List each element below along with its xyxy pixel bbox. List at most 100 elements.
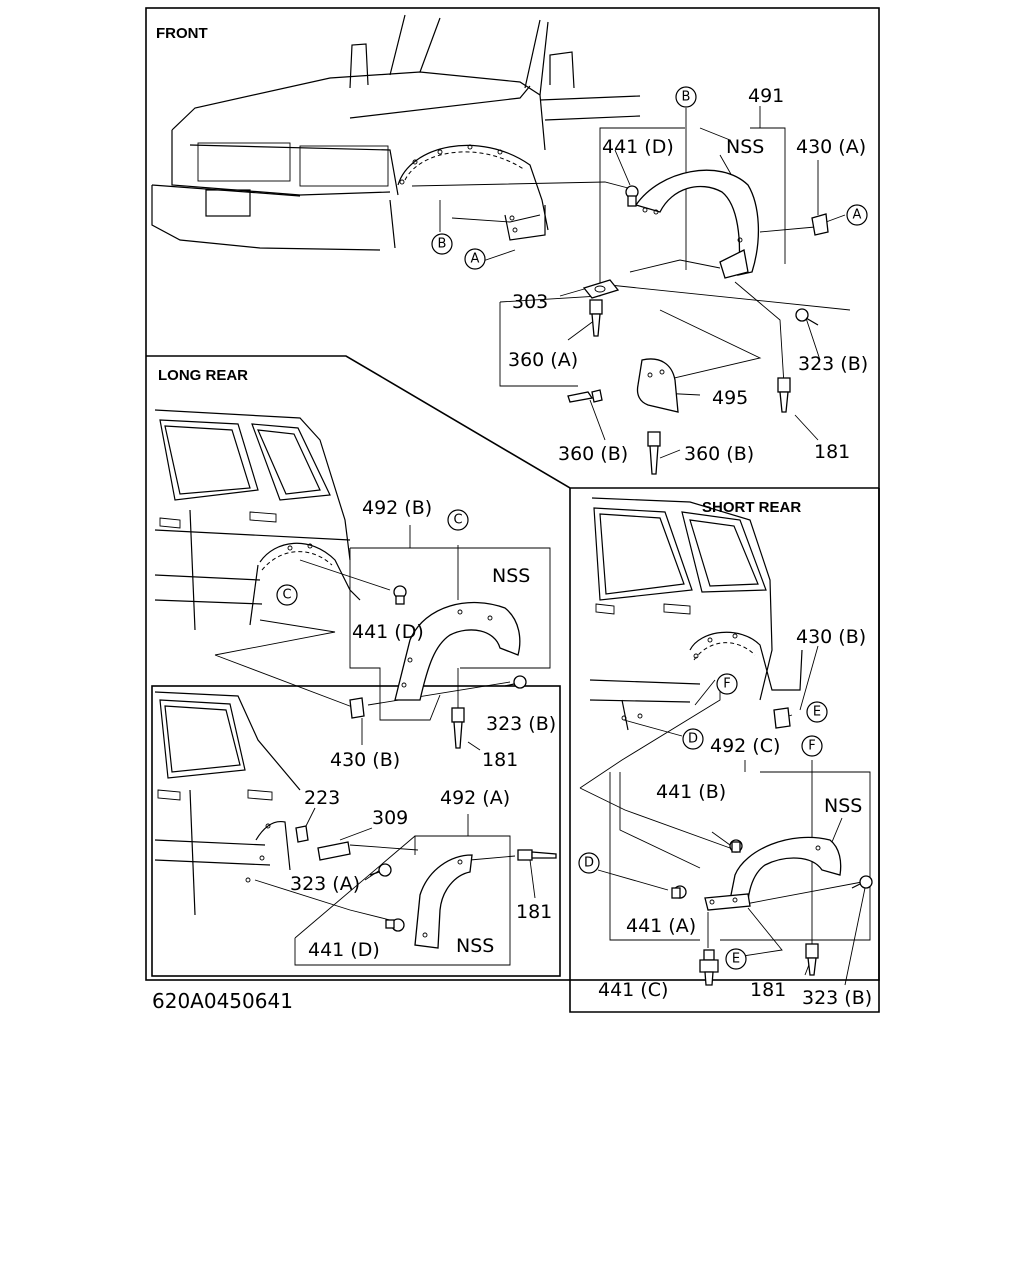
rear-fender-flare-492c	[729, 836, 842, 901]
label-223: 223	[304, 787, 340, 809]
label-441d-inset: 441 (D)	[308, 939, 380, 961]
callout-c-top: C	[447, 509, 469, 531]
washer-303	[582, 279, 620, 299]
screw-323b-long	[504, 675, 527, 689]
label-441c: 441 (C)	[598, 979, 668, 1001]
clip-430b-long	[349, 697, 365, 719]
short-rear-section-title: SHORT REAR	[702, 499, 801, 516]
rivet-181-front	[777, 377, 791, 413]
svg-text:A: A	[853, 208, 862, 223]
drawing-code: 620A0450641	[152, 989, 293, 1013]
label-323b-long: 323 (B)	[486, 713, 556, 735]
label-323a: 323 (A)	[290, 873, 360, 895]
front-section: FRONT	[151, 14, 868, 475]
svg-text:B: B	[682, 90, 691, 105]
front-section-title: FRONT	[156, 25, 208, 42]
callout-a-truck: A	[464, 248, 486, 270]
svg-text:A: A	[471, 252, 480, 267]
svg-text:F: F	[723, 677, 730, 692]
label-430b-short: 430 (B)	[796, 626, 866, 648]
callout-e-flare: E	[725, 948, 747, 970]
callout-b-top: B	[675, 86, 697, 108]
rear-fender-flare-492b	[394, 601, 521, 701]
label-nss-short: NSS	[824, 795, 862, 817]
bolt-441d-long	[393, 585, 407, 605]
long-rear-section: LONG REAR	[154, 367, 557, 966]
bolt-441d-front	[625, 185, 639, 207]
callout-d-body: D	[682, 728, 704, 750]
label-309: 309	[372, 807, 408, 829]
rear-fender-flare-492a	[414, 854, 473, 949]
clip-430a	[811, 213, 829, 236]
long-rear-leader-lines	[214, 525, 551, 751]
rivet-360b-bottom	[647, 431, 661, 475]
label-441d-front: 441 (D)	[602, 136, 674, 158]
label-181-short: 181	[750, 979, 786, 1001]
callout-f-flare: F	[801, 735, 823, 757]
label-492b: 492 (B)	[362, 497, 432, 519]
bolt-441d-inset	[385, 918, 405, 932]
clip-360a	[589, 299, 603, 337]
svg-text:C: C	[453, 513, 462, 528]
svg-text:D: D	[688, 732, 698, 747]
label-360a: 360 (A)	[508, 349, 578, 371]
label-nss-long: NSS	[492, 565, 530, 587]
label-nss-front: NSS	[726, 136, 764, 158]
label-181-front: 181	[814, 441, 850, 463]
rivet-181-inset	[517, 849, 557, 861]
svg-text:E: E	[732, 952, 740, 967]
callout-e-clip: E	[806, 701, 828, 723]
screw-323b-short	[851, 875, 873, 889]
label-360b-left: 360 (B)	[558, 443, 628, 465]
callout-c-body: C	[276, 584, 298, 606]
front-leader-lines	[411, 106, 851, 459]
svg-text:B: B	[438, 237, 447, 252]
callout-d-flare: D	[578, 852, 600, 874]
long-rear-body-illustration	[154, 409, 361, 631]
svg-text:C: C	[282, 588, 291, 603]
label-nss-inset: NSS	[456, 935, 494, 957]
svg-text:D: D	[584, 856, 594, 871]
label-491: 491	[748, 85, 784, 107]
callout-f-body: F	[716, 673, 738, 695]
mud-flap-495	[636, 358, 679, 413]
label-441b: 441 (B)	[656, 781, 726, 803]
long-rear-inset-lines	[254, 807, 536, 966]
bolt-441c	[699, 949, 719, 986]
bolt-441b	[729, 839, 743, 853]
svg-text:F: F	[808, 739, 815, 754]
label-323b-short: 323 (B)	[802, 987, 872, 1009]
label-360b-right: 360 (B)	[684, 443, 754, 465]
label-441a: 441 (A)	[626, 915, 696, 937]
screw-323a	[369, 863, 392, 877]
bolt-441a	[671, 885, 687, 899]
label-492c: 492 (C)	[710, 735, 780, 757]
front-fender-flare-491	[634, 169, 760, 276]
label-181-long: 181	[482, 749, 518, 771]
long-rear-section-title: LONG REAR	[158, 367, 248, 384]
clip-223	[295, 825, 309, 843]
rivet-181-short	[805, 943, 819, 976]
short-rear-body-illustration	[589, 497, 803, 731]
diagram-frames	[145, 7, 880, 1013]
label-181-inset: 181	[516, 901, 552, 923]
svg-text:E: E	[813, 705, 821, 720]
truck-front-illustration	[151, 14, 641, 251]
rivet-360b-left	[567, 389, 603, 403]
label-323b-front: 323 (B)	[798, 353, 868, 375]
label-303: 303	[512, 291, 548, 313]
bracket-309	[317, 841, 351, 861]
callout-a-right: A	[846, 204, 868, 226]
screw-323b-front	[795, 308, 819, 326]
label-441d-long: 441 (D)	[352, 621, 424, 643]
label-430a: 430 (A)	[796, 136, 866, 158]
long-rear-inset-body	[154, 691, 301, 916]
rivet-181-long	[451, 707, 465, 749]
callout-b-truck: B	[431, 233, 453, 255]
clip-430b-short	[773, 707, 791, 729]
label-492a: 492 (A)	[440, 787, 510, 809]
short-rear-section: SHORT REAR	[578, 497, 873, 1009]
label-495: 495	[712, 387, 748, 409]
label-430b-long: 430 (B)	[330, 749, 400, 771]
